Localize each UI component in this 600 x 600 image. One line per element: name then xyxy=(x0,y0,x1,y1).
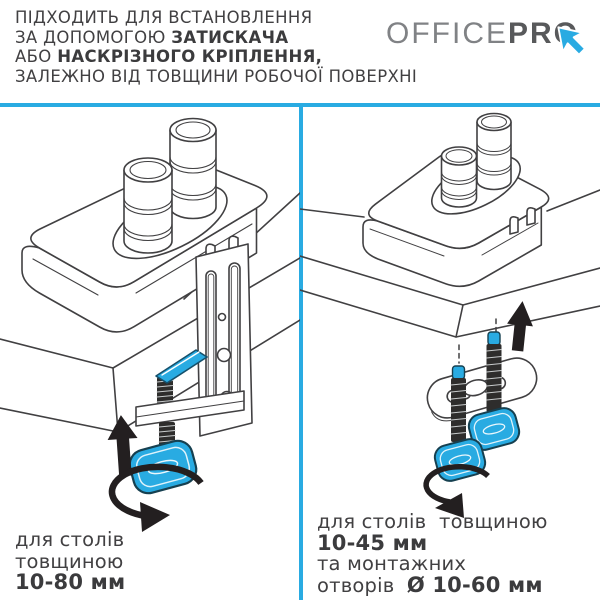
caption-line: товщиною xyxy=(15,549,124,573)
header-line-1: ПІДХОДИТЬ ДЛЯ ВСТАНОВЛЕННЯ xyxy=(15,8,313,27)
officepro-logo: OFFICEPRO xyxy=(386,17,586,56)
bolt-rear xyxy=(467,331,521,451)
pole-rear xyxy=(476,112,512,191)
cursor-arrow-icon xyxy=(557,26,586,56)
clamp-knob-icon xyxy=(433,438,487,482)
clamp-bracket xyxy=(195,235,253,437)
header-text: ПІДХОДИТЬ ДЛЯ ВСТАНОВЛЕННЯ ЗА ДОПОМОГОЮ … xyxy=(15,8,417,86)
header-line-4: ЗАЛЕЖНО ВІД ТОВЩИНИ РОБОЧОЇ ПОВЕРХНІ xyxy=(15,66,418,86)
right-caption: для столів товщиною 10-45 мм та монтажни… xyxy=(317,510,548,597)
desk-surface xyxy=(300,189,600,338)
caption-line: для столів товщиною xyxy=(317,510,548,533)
up-arrow-icon xyxy=(107,415,138,477)
rotation-arrow-icon xyxy=(108,463,204,532)
header-line-2: ЗА ДОПОМОГОЮ ЗАТИСКАЧА xyxy=(15,27,289,47)
panel-divider xyxy=(299,103,303,600)
pole-front xyxy=(123,157,173,254)
clamp-arm xyxy=(135,390,245,427)
caption-line: та монтажних xyxy=(317,552,467,575)
logo-text-office: OFFICE xyxy=(386,17,508,50)
clamp-knob-icon xyxy=(467,407,521,451)
caption-thickness-value: 10-45 мм xyxy=(317,530,428,555)
caption-line: для столів xyxy=(15,528,125,551)
grommet-illustration xyxy=(300,112,600,518)
left-caption: для столів товщиною 10-80 мм xyxy=(15,529,125,594)
up-arrow-icon xyxy=(507,301,533,352)
pole-front xyxy=(440,146,478,208)
header-line-3: АБО НАСКРІЗНОГО КРІПЛЕННЯ, xyxy=(15,47,323,66)
pole-rear xyxy=(169,117,217,220)
clamp-pad xyxy=(155,349,208,384)
caption-hole-value: отворів Ø 10-60 мм xyxy=(317,572,543,597)
caption-thickness-value: 10-80 мм xyxy=(15,570,126,594)
clamp-illustration xyxy=(0,117,300,532)
rotation-arrow-icon xyxy=(423,463,490,518)
